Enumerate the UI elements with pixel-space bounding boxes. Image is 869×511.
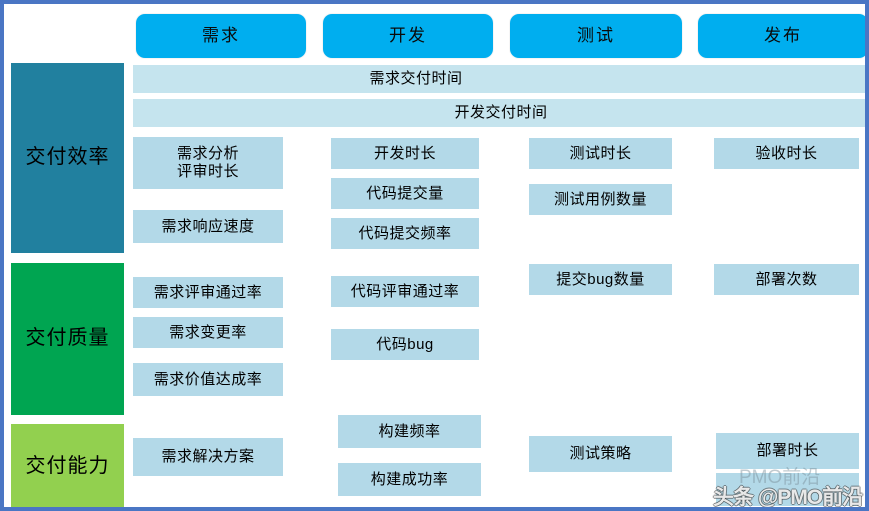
metric-label: 构建成功率 xyxy=(370,470,449,488)
metric-label: 测试时长 xyxy=(569,144,632,162)
category-label-quality: 交付质量 xyxy=(25,327,110,350)
metric-box[interactable]: 验收时长 xyxy=(714,138,859,169)
stage-pill-demand[interactable]: 需求 xyxy=(136,14,306,58)
metric-box[interactable]: 部署时长 xyxy=(716,433,859,469)
metric-label: 代码提交量 xyxy=(366,184,444,202)
metric-label: 代码提交频率 xyxy=(358,224,452,242)
metric-label: 需求价值达成率 xyxy=(153,370,263,388)
band-dev-delivery-time-label: 开发交付时间 xyxy=(454,104,548,122)
metric-label: 部署次数 xyxy=(755,270,818,288)
metric-box[interactable]: 提交bug数量 xyxy=(529,264,672,295)
metric-box[interactable]: 构建频率 xyxy=(338,415,481,448)
metric-box[interactable]: 需求解决方案 xyxy=(133,438,283,476)
metric-label: 构建频率 xyxy=(378,422,441,440)
metric-box[interactable]: 部署次数 xyxy=(714,264,859,295)
metric-box[interactable]: 开发时长 xyxy=(331,138,479,169)
wechat-icon xyxy=(680,481,710,508)
metric-box[interactable]: 需求分析 评审时长 xyxy=(133,137,283,189)
metric-label: 需求变更率 xyxy=(169,323,247,341)
stage-pill-test-label: 测试 xyxy=(577,25,615,45)
category-label-efficiency: 交付效率 xyxy=(25,146,110,169)
category-block-efficiency: 交付效率 xyxy=(11,63,124,253)
metric-label: 提交bug数量 xyxy=(556,270,645,288)
metric-box[interactable]: 需求响应速度 xyxy=(133,210,283,243)
band-dev-delivery-time: 开发交付时间 xyxy=(133,99,865,127)
metric-label: 需求评审通过率 xyxy=(153,283,263,301)
metric-label: 开发时长 xyxy=(373,144,436,162)
stage-pill-dev[interactable]: 开发 xyxy=(323,14,493,58)
metric-label: 代码评审通过率 xyxy=(350,282,460,300)
metric-label: 部署时长 xyxy=(756,442,819,460)
metric-box-obscured[interactable] xyxy=(716,473,859,506)
stage-pill-release-label: 发布 xyxy=(764,25,802,45)
metric-box[interactable]: 代码评审通过率 xyxy=(331,276,479,307)
metric-box[interactable]: 需求评审通过率 xyxy=(133,277,283,308)
metric-label: 需求分析 评审时长 xyxy=(176,145,239,180)
stage-pill-test[interactable]: 测试 xyxy=(510,14,682,58)
category-block-capability: 交付能力 xyxy=(11,424,124,507)
metric-box[interactable]: 代码提交频率 xyxy=(331,218,479,249)
metric-box[interactable]: 代码bug xyxy=(331,329,479,360)
metric-label: 需求解决方案 xyxy=(161,448,255,466)
metric-box[interactable]: 测试用例数量 xyxy=(529,184,672,215)
metric-box[interactable]: 代码提交量 xyxy=(331,178,479,209)
metric-label: 测试策略 xyxy=(569,445,632,463)
metric-label: 代码bug xyxy=(376,335,434,353)
metric-label: 需求响应速度 xyxy=(161,217,255,235)
metric-box[interactable]: 构建成功率 xyxy=(338,463,481,496)
metric-box[interactable]: 需求变更率 xyxy=(133,317,283,348)
metric-box[interactable]: 需求价值达成率 xyxy=(133,363,283,396)
band-demand-delivery-time: 需求交付时间 xyxy=(133,65,865,93)
metric-label: 验收时长 xyxy=(755,144,818,162)
stage-pill-release[interactable]: 发布 xyxy=(698,14,865,58)
stage-pill-demand-label: 需求 xyxy=(202,25,240,45)
category-block-quality: 交付质量 xyxy=(11,263,124,415)
metric-box[interactable]: 测试策略 xyxy=(529,436,672,472)
band-demand-delivery-time-label: 需求交付时间 xyxy=(369,70,463,88)
stage-pill-dev-label: 开发 xyxy=(389,25,427,45)
category-label-capability: 交付能力 xyxy=(25,454,110,477)
metric-box[interactable]: 测试时长 xyxy=(529,138,672,169)
metric-label: 测试用例数量 xyxy=(553,190,647,208)
